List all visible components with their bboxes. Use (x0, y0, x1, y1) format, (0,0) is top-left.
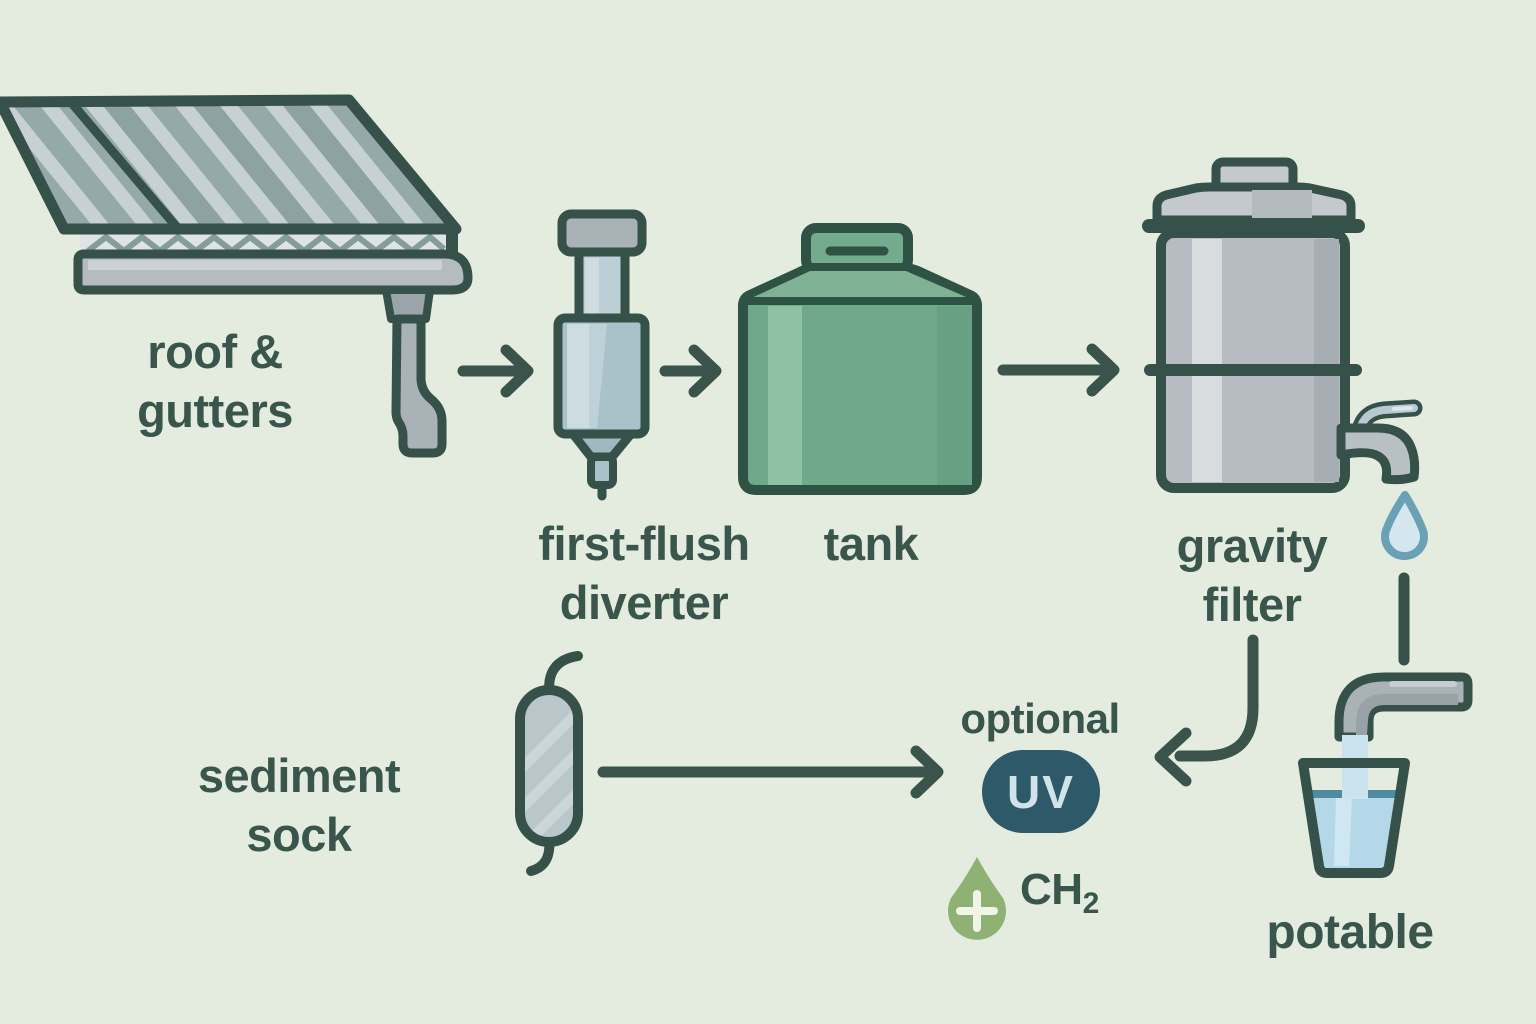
filter-spigot (1336, 423, 1420, 485)
tank-label: tank (824, 514, 919, 573)
tank-shade (937, 306, 972, 485)
chlorine-formula-sub: 2 (1082, 887, 1100, 920)
optional-label: optional (960, 695, 1120, 742)
tank-label-line1: tank (823, 517, 919, 570)
spigot-handle-highlight (1392, 406, 1413, 411)
tank-icon (738, 223, 982, 495)
arrow-tank-to-filter (997, 343, 1120, 397)
first-flush-diverter-icon (553, 209, 650, 501)
chlorine-formula-main: CH (1020, 865, 1083, 914)
roof-outline (0, 94, 462, 235)
potable-label: potable (1266, 903, 1434, 962)
sock-label-line2: sock (246, 808, 352, 861)
diverter-label-line2: diverter (559, 576, 729, 629)
sediment-sock-icon (515, 651, 583, 876)
glass-outline (1298, 758, 1410, 878)
gutter (73, 249, 473, 295)
filter-highlight (1192, 239, 1222, 482)
diverter-neck-highlight (585, 258, 599, 314)
tank-shoulder (747, 271, 973, 300)
uv-badge-text: UV (1007, 765, 1075, 818)
faucet-body (1334, 672, 1473, 742)
arrow-filter-to-uv (1154, 634, 1259, 787)
diverter-cap (557, 209, 647, 257)
sock-label-line1: sediment (197, 749, 401, 802)
arrow-roof-to-diverter (457, 344, 534, 398)
glass-water (1308, 790, 1400, 868)
faucet-icon (1334, 672, 1473, 742)
chlorine-drop-icon (948, 857, 1006, 940)
potable-label-text: potable (1266, 906, 1434, 959)
potable-glass-icon (1298, 735, 1410, 878)
uv-badge: UV (982, 750, 1100, 833)
roof-gutters-label-line2: gutters (137, 384, 293, 437)
optional-label-text: optional (960, 695, 1120, 742)
arrow-sock-to-uv (597, 745, 944, 799)
diverter-label-line1: first-flush (538, 517, 750, 570)
diverter-stem (587, 453, 617, 489)
fascia-end (446, 229, 458, 255)
arrow-diverter-to-tank (659, 344, 722, 398)
gravity-filter-label: gravity filter (1177, 516, 1328, 634)
water-drop-icon (1381, 491, 1428, 561)
downspout-connector (382, 286, 434, 323)
gutter-highlight (88, 260, 442, 270)
filter-lid-shade (1252, 190, 1312, 218)
filter-shade (1314, 239, 1339, 482)
chlorine-formula: CH2 (1020, 868, 1099, 926)
filter-label-line2: filter (1202, 578, 1302, 631)
filter-label-line1: gravity (1176, 519, 1328, 572)
roof-gutters-icon (0, 94, 473, 458)
sediment-sock-label: sediment sock (197, 746, 401, 864)
glass-water-highlight (1334, 797, 1352, 866)
roof-gutters-label: roof & gutters (137, 322, 293, 440)
roof-panel (0, 100, 456, 229)
roof-gutters-label-line1: roof & (147, 325, 283, 378)
diverter-body-highlight (567, 324, 589, 428)
sock-stripes (525, 695, 573, 837)
flow-arrows (457, 343, 1259, 799)
downspout-pipe (391, 314, 447, 458)
roof-seam-line (66, 98, 184, 234)
diverter-body-sheen (589, 324, 607, 428)
first-flush-diverter-label: first-flush diverter (538, 514, 750, 632)
gravity-filter-icon (1142, 157, 1423, 493)
faucet-shade (1356, 694, 1458, 735)
tank-highlight (768, 306, 802, 485)
